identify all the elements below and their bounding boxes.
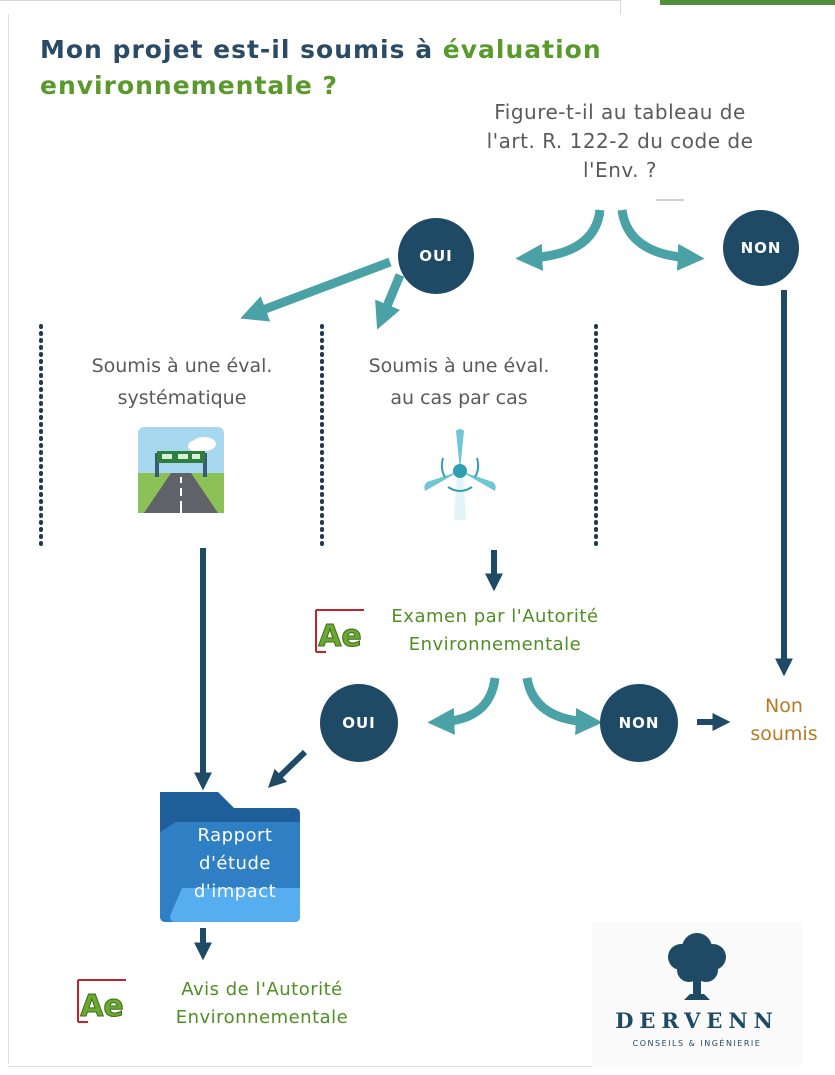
non-node-bottom-label: NON xyxy=(618,714,660,732)
casparcas-line1: Soumis à une éval. xyxy=(368,355,550,377)
arrow-question-to-oui xyxy=(515,209,605,271)
avis-label: Avis de l'Autorité Environnementale xyxy=(132,976,392,1032)
non-node-top-label: NON xyxy=(740,239,782,257)
ae-logo-avis-text: Ae xyxy=(80,989,124,1024)
highway-icon xyxy=(138,427,224,513)
avis-line2: Environnementale xyxy=(175,1007,349,1028)
arrow-exam-to-non xyxy=(522,677,603,735)
nonsoumis-line2: soumis xyxy=(750,723,818,745)
top-right-green-bar xyxy=(660,0,835,5)
oui-node-top: OUI xyxy=(398,218,474,294)
systematic-line1: Soumis à une éval. xyxy=(91,355,273,377)
arrow-oui-to-report xyxy=(267,749,308,788)
question-text: Figure-t-il au tableau de l'art. R. 122-… xyxy=(440,98,800,185)
report-line3: d'impact xyxy=(193,881,277,902)
systematic-line2: systématique xyxy=(117,387,247,409)
non-node-bottom: NON xyxy=(600,684,678,762)
non-node-top: NON xyxy=(723,210,799,286)
logo-name: DERVENN xyxy=(615,1008,779,1033)
ae-logo-exam-text: Ae xyxy=(318,619,362,654)
casparcas-label: Soumis à une éval. au cas par cas xyxy=(326,350,592,414)
arrow-oui-to-casparcas xyxy=(375,273,405,330)
report-line2: d'étude xyxy=(199,853,271,874)
avis-line1: Avis de l'Autorité xyxy=(181,979,343,1000)
oui-node-bottom: OUI xyxy=(320,684,398,762)
ae-logo-avis: Ae xyxy=(76,978,132,1028)
logo-tagline: CONSEILS & INGÉNIERIE xyxy=(632,1039,762,1048)
report-label: Rapport d'étude d'impact xyxy=(170,822,300,906)
nonsoumis-line1: Non xyxy=(765,695,803,717)
ae-logo-exam: Ae xyxy=(314,608,370,658)
left-border-line xyxy=(8,14,9,1064)
question-line2: l'art. R. 122-2 du code de xyxy=(486,129,754,153)
title-line2: environnementale ? xyxy=(40,71,339,100)
bottom-border-line xyxy=(8,1066,608,1067)
casparcas-line2: au cas par cas xyxy=(390,387,528,409)
question-line3: l'Env. ? xyxy=(583,158,657,182)
top-border-line xyxy=(0,0,620,1)
oui-node-top-label: OUI xyxy=(419,247,453,265)
dervenn-logo: DERVENN CONSEILS & INGÉNIERIE xyxy=(592,922,802,1067)
arrow-question-to-non xyxy=(617,209,705,271)
question-line1: Figure-t-il au tableau de xyxy=(494,100,746,124)
title-accent: évaluation xyxy=(442,35,602,64)
arrow-oui-to-systematic xyxy=(240,257,392,322)
systematic-label: Soumis à une éval. systématique xyxy=(46,350,318,414)
report-line1: Rapport xyxy=(197,825,273,846)
arrow-exam-to-oui xyxy=(427,677,500,735)
tree-logo-icon xyxy=(668,933,726,1000)
wind-turbine-icon xyxy=(415,425,505,520)
title-part1: Mon projet est-il soumis à xyxy=(40,35,434,64)
top-right-corner-border xyxy=(620,0,621,14)
nonsoumis-label: Non soumis xyxy=(736,692,832,748)
folder-icon xyxy=(154,792,306,924)
oui-node-bottom-label: OUI xyxy=(342,714,376,732)
exam-line2: Environnementale xyxy=(408,634,582,655)
page-title: Mon projet est-il soumis à évaluation en… xyxy=(40,32,740,104)
exam-label: Examen par l'Autorité Environnementale xyxy=(360,603,630,659)
exam-line1: Examen par l'Autorité xyxy=(391,606,599,627)
